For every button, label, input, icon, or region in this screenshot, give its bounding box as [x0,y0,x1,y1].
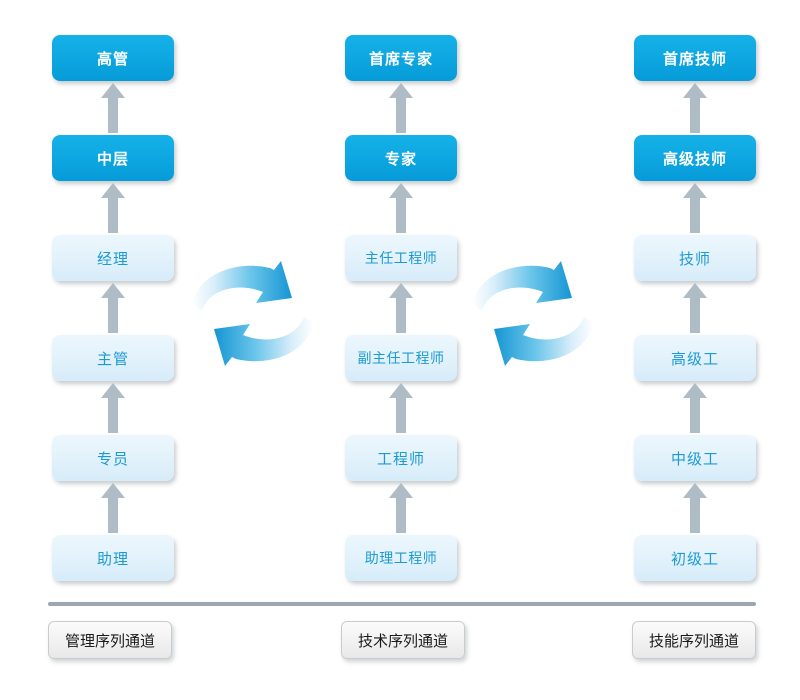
channel-label-management[interactable]: 管理序列通道 [48,621,172,659]
node-skill-level-1[interactable]: 初级工 [634,535,756,581]
up-arrow-icon [101,383,125,433]
channel-label-technical[interactable]: 技术序列通道 [341,621,465,659]
up-arrow-icon [101,283,125,333]
node-technical-level-5[interactable]: 专家 [345,135,457,181]
node-skill-level-4[interactable]: 技师 [634,235,756,281]
up-arrow-icon [101,83,125,133]
up-arrow-icon [683,83,707,133]
node-technical-level-4[interactable]: 主任工程师 [345,235,457,281]
channel-label-skill[interactable]: 技能序列通道 [632,621,756,659]
up-arrow-icon [683,283,707,333]
up-arrow-icon [389,383,413,433]
column-skill: 首席技师 高级技师 技师 高级工 中级工 初级工 [634,0,756,700]
column-technical: 首席专家 专家 主任工程师 副主任工程师 工程师 助理工程师 [345,0,457,700]
cycle-exchange-icon [192,261,314,366]
up-arrow-icon [683,183,707,233]
node-skill-level-5[interactable]: 高级技师 [634,135,756,181]
node-management-level-2[interactable]: 专员 [52,435,174,481]
node-technical-level-6[interactable]: 首席专家 [345,35,457,81]
node-technical-level-1[interactable]: 助理工程师 [345,535,457,581]
node-management-level-1[interactable]: 助理 [52,535,174,581]
up-arrow-icon [389,483,413,533]
up-arrow-icon [683,383,707,433]
column-management: 高管 中层 经理 主管 专员 助理 [52,0,174,700]
node-management-level-5[interactable]: 中层 [52,135,174,181]
up-arrow-icon [101,483,125,533]
up-arrow-icon [389,183,413,233]
up-arrow-icon [101,183,125,233]
node-management-level-4[interactable]: 经理 [52,235,174,281]
node-skill-level-2[interactable]: 中级工 [634,435,756,481]
up-arrow-icon [389,83,413,133]
node-skill-level-3[interactable]: 高级工 [634,335,756,381]
node-management-level-3[interactable]: 主管 [52,335,174,381]
node-technical-level-2[interactable]: 工程师 [345,435,457,481]
up-arrow-icon [683,483,707,533]
up-arrow-icon [389,283,413,333]
node-technical-level-3[interactable]: 副主任工程师 [345,335,457,381]
section-divider [48,602,756,606]
node-skill-level-6[interactable]: 首席技师 [634,35,756,81]
cycle-exchange-icon [472,261,594,366]
node-management-level-6[interactable]: 高管 [52,35,174,81]
